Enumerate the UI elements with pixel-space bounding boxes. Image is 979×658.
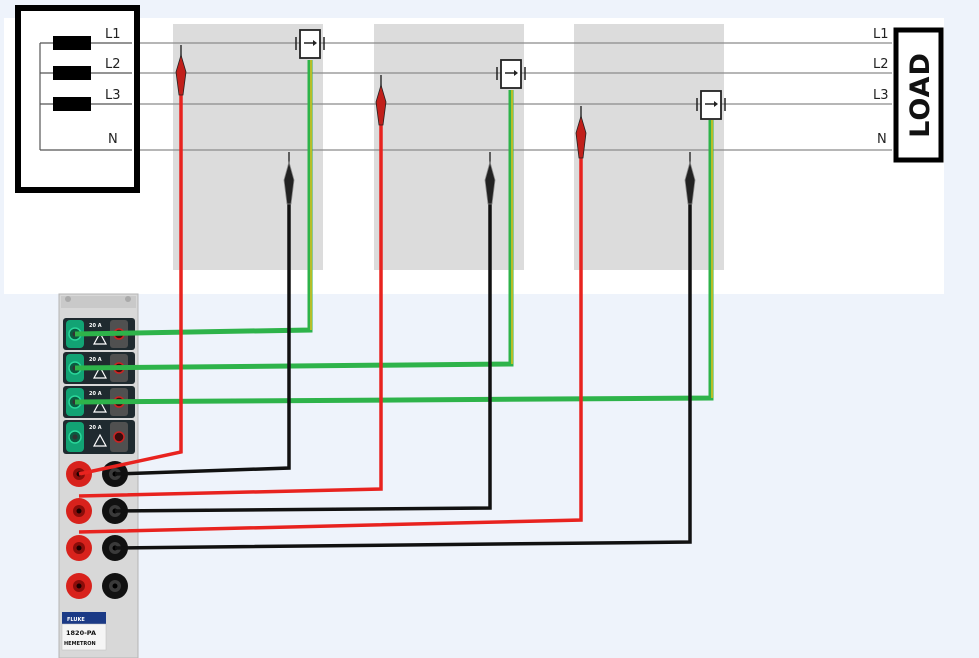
module-model: 1820-PA	[66, 629, 96, 637]
current-input-4: 20 A	[63, 420, 135, 454]
source-winding-1	[53, 36, 91, 50]
current-rating-1: 20 A	[89, 323, 102, 329]
voltage-lead-l1	[78, 90, 183, 476]
module-brand: FLUKE	[67, 617, 85, 623]
voltage-lead-l3	[78, 155, 583, 534]
neutral-probe-tips	[283, 152, 696, 205]
load-label-l1: L1	[873, 27, 889, 42]
voltage-probe-l3	[575, 106, 587, 159]
load-label-l2: L2	[873, 57, 889, 72]
source-label-l1: L1	[105, 27, 121, 42]
channel-3-area	[574, 24, 724, 270]
voltage-probe-l1	[175, 45, 187, 96]
measurement-module: 20 A 20 A 20 A	[58, 293, 139, 658]
neutral-lead-3	[114, 200, 692, 550]
neutral-probe-1	[283, 152, 295, 205]
source-winding-2	[53, 66, 91, 80]
source-label-n: N	[108, 132, 118, 147]
neutral-probe-3	[684, 152, 696, 205]
neutral-probe-2	[484, 152, 496, 205]
load-label-n: N	[877, 132, 887, 147]
neutral-lead-2	[114, 200, 492, 513]
current-clamp-l2	[496, 59, 526, 89]
load-block: LOAD L1 L2 L3 N	[873, 27, 944, 163]
channel-2-area	[374, 24, 524, 270]
current-lead-1	[74, 60, 313, 337]
source-label-l2: L2	[105, 57, 121, 72]
module-label-plate: FLUKE 1820-PA HEMETRON	[61, 612, 107, 651]
voltage-probe-l2	[375, 75, 387, 126]
voltage-leads-red	[78, 90, 583, 534]
current-rating-4: 20 A	[89, 425, 102, 431]
current-lead-3	[74, 120, 714, 405]
current-lead-2	[74, 90, 514, 371]
voltage-leads-black	[114, 200, 692, 550]
module-product: HEMETRON	[64, 641, 96, 647]
current-rating-3: 20 A	[89, 391, 102, 397]
load-title: LOAD	[905, 52, 936, 138]
voltage-lead-l2	[78, 120, 383, 498]
load-label-l3: L3	[873, 88, 889, 103]
neutral-lead-1	[114, 200, 291, 476]
channel-1-area	[173, 24, 323, 270]
current-clamp-l3	[696, 90, 726, 120]
current-probe-leads	[74, 60, 714, 405]
current-clamp-l1	[295, 29, 325, 59]
source-label-l3: L3	[105, 88, 121, 103]
current-clamps	[295, 29, 726, 120]
voltage-probe-tips	[175, 45, 587, 159]
voltage-jacks	[66, 461, 128, 599]
source-winding-3	[53, 97, 91, 111]
current-rating-2: 20 A	[89, 357, 102, 363]
source-block: L1 L2 L3 N	[15, 5, 140, 193]
